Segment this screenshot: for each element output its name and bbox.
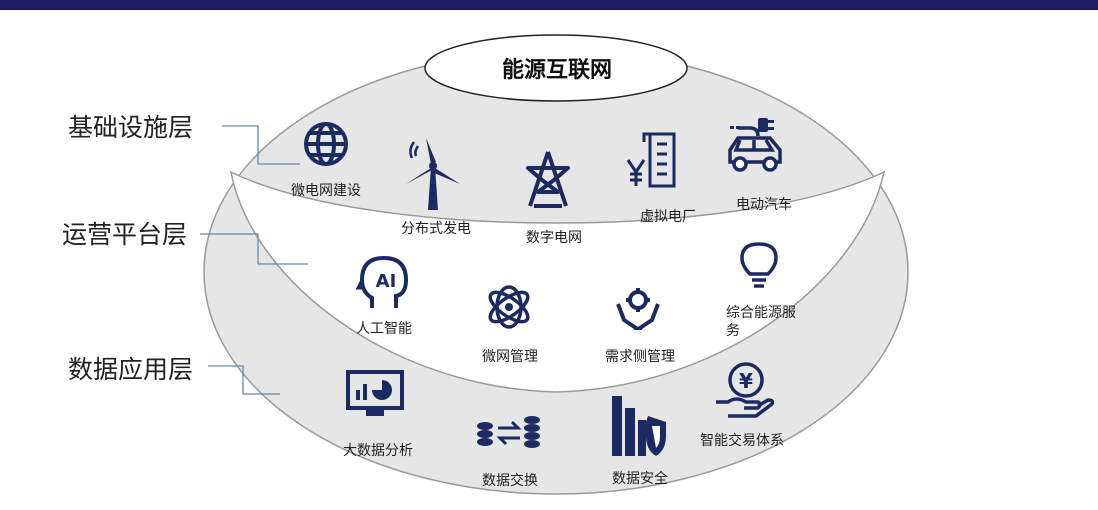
svg-text:¥: ¥ <box>739 369 753 393</box>
demand-hands-icon <box>616 288 660 330</box>
label-data-security: 数据安全 <box>612 471 668 487</box>
label-electric-car: 电动汽车 <box>736 197 792 213</box>
label-microgrid-build: 微电网建设 <box>291 183 361 199</box>
label-demand-mgmt: 需求侧管理 <box>605 349 675 365</box>
label-big-data: 大数据分析 <box>343 443 413 459</box>
connector-data <box>208 365 280 395</box>
microgrid-atom-icon <box>488 285 530 329</box>
yuan-building-icon <box>626 132 676 188</box>
data-shield-icon <box>612 396 666 456</box>
label-distributed-gen: 分布式发电 <box>401 221 471 237</box>
label-integrated-energy: 综合能源服务 <box>726 305 796 339</box>
top-accent-bar <box>0 0 1098 10</box>
ai-head-icon: AI <box>356 255 409 308</box>
wind-turbine-icon <box>406 138 460 210</box>
layer-label-data: 数据应用层 <box>68 355 194 384</box>
inner-band <box>229 170 886 393</box>
label-virtual-plant: 虚拟电厂 <box>640 209 696 225</box>
electric-car-icon <box>728 118 782 172</box>
connector-platform <box>200 233 308 265</box>
data-exchange-icon <box>477 416 540 448</box>
label-ai: 人工智能 <box>356 321 412 337</box>
label-microgrid-mgmt: 微网管理 <box>482 349 538 365</box>
globe-icon <box>304 122 348 166</box>
label-data-exchange: 数据交换 <box>482 473 538 489</box>
monitor-chart-icon <box>346 370 404 416</box>
yuan-hand-icon: ¥ <box>716 362 774 418</box>
layer-label-platform: 运营平台层 <box>62 220 188 249</box>
label-smart-trading: 智能交易体系 <box>700 433 784 449</box>
connector-infra <box>222 125 300 165</box>
diagram-title: 能源互联网 <box>501 58 612 83</box>
svg-text:AI: AI <box>376 271 397 292</box>
layer-label-infrastructure: 基础设施层 <box>68 113 194 142</box>
lightbulb-icon <box>740 242 778 288</box>
power-tower-icon <box>526 151 570 208</box>
title-ellipse <box>424 34 688 102</box>
label-digital-grid: 数字电网 <box>526 230 582 246</box>
